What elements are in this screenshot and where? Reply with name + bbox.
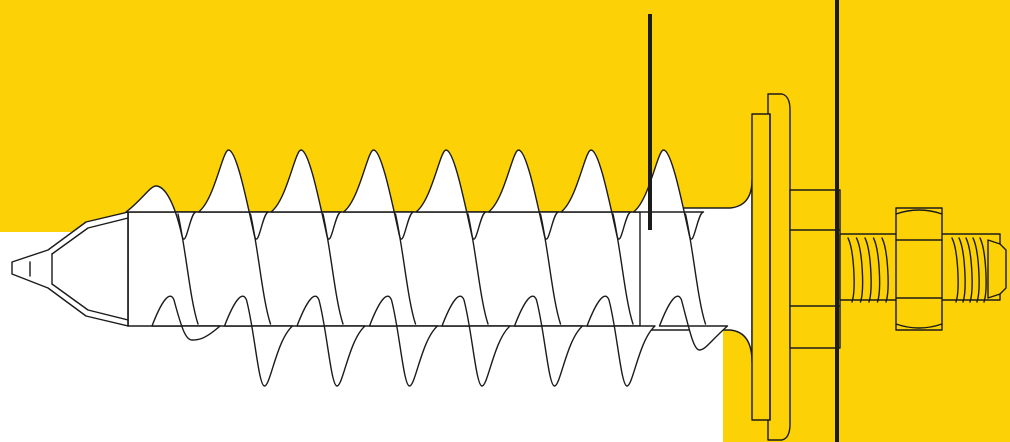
tip-inner-line-top (51, 217, 129, 255)
thread-helix-line (177, 213, 199, 325)
thread-helix-line (249, 213, 272, 325)
bolt-threads-left (847, 237, 889, 303)
bolt-thread-turn (972, 237, 980, 303)
bolt-thread-turn (872, 237, 881, 303)
thread-helix-line (394, 213, 417, 325)
thread-flight-lower (586, 295, 656, 387)
shank-outline (127, 211, 723, 327)
bolt-thread-turn (965, 237, 973, 303)
bolt-thread-turn (855, 237, 864, 303)
thread-flight-lower (658, 295, 729, 351)
bolt-thread-turn (951, 237, 959, 303)
hex-nut-chamfer-top (895, 209, 943, 215)
bolt-threads-right (951, 237, 987, 303)
anchor-body (11, 179, 753, 363)
thread-helix-line (684, 213, 707, 325)
anchor-flange (751, 93, 791, 441)
bolt-end (987, 239, 1007, 299)
hex-nut-body (895, 207, 943, 331)
thread-flight-lower (441, 295, 511, 387)
tip-inner-line-bottom (51, 283, 129, 321)
thread-flight-lower (151, 295, 221, 341)
thread-flights (125, 149, 729, 387)
thread-flight-lower (223, 295, 294, 387)
thread-helix-line (467, 213, 489, 325)
hex-nut (895, 207, 943, 331)
thread-flight-lower (368, 295, 439, 387)
tip-nose (29, 253, 53, 285)
thread-helix-line (539, 213, 562, 325)
thread-flight-lower (296, 295, 366, 387)
flange-nut (789, 189, 841, 349)
thread-flight-lower (513, 295, 584, 387)
flange-outer (767, 93, 791, 441)
wall-lines (648, 0, 839, 442)
bolt-thread-turn (881, 237, 889, 303)
bolt-thread-turn (979, 237, 987, 303)
thread-helix-line (612, 213, 634, 325)
thread-flight-upper (125, 185, 197, 240)
flange-inner (751, 113, 771, 421)
hex-nut-chamfer-bottom (895, 323, 943, 329)
bolt-thread-turn (958, 237, 966, 303)
bolt-thread-turn (847, 237, 855, 303)
flange-nut-body (789, 189, 841, 349)
thread-helix-line (322, 213, 344, 325)
anchor-tip (11, 211, 129, 327)
bolt-thread-turn (864, 237, 872, 303)
